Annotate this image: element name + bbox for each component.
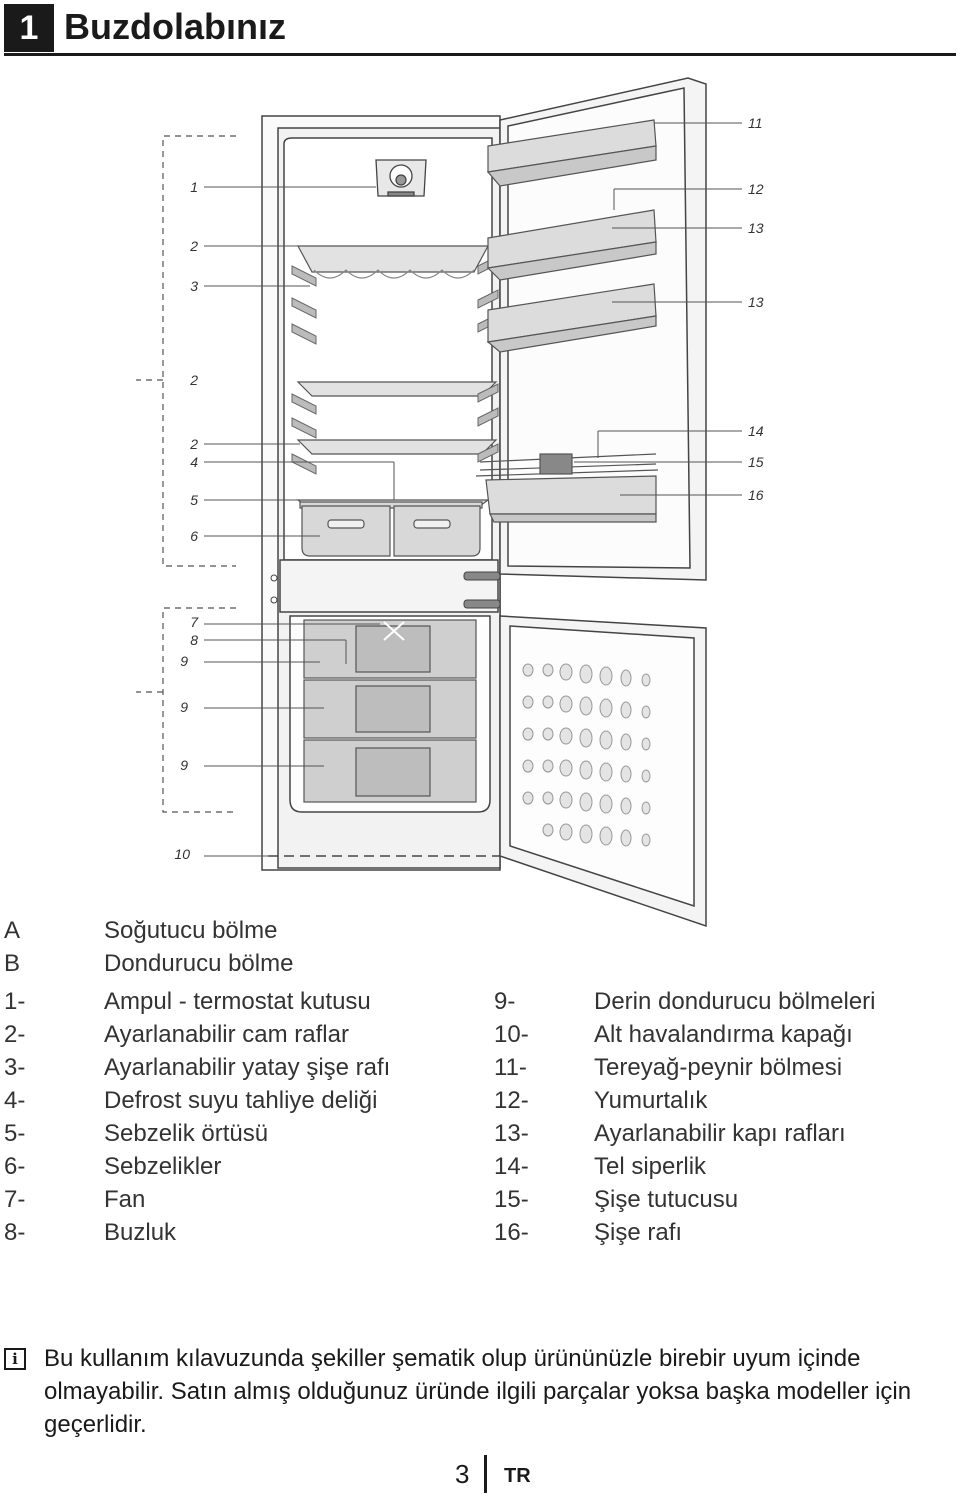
legend-key: 8- — [4, 1219, 26, 1246]
legend-key: 15- — [494, 1186, 529, 1213]
legend-label: Tel siperlik — [594, 1153, 707, 1180]
legend-key: 13- — [494, 1120, 529, 1147]
legend-key: 1- — [4, 988, 26, 1015]
callout-label: 14 — [748, 423, 764, 439]
legend-label: Şişe tutucusu — [594, 1186, 739, 1213]
legend-key: 4- — [4, 1087, 26, 1114]
callout-label: 2 — [189, 238, 198, 254]
legend-key: 12- — [494, 1087, 529, 1114]
callout-label: 1 — [190, 179, 198, 195]
callout-label: 8 — [190, 632, 198, 648]
callout-label: 11 — [748, 115, 763, 131]
legend-label: Fan — [104, 1186, 146, 1213]
header-rule — [4, 53, 956, 56]
refrigerator-illustration: 1 2 3 2 2 4 5 6 7 8 9 9 9 10 11 12 13 13… — [136, 77, 764, 928]
legend-key: 11- — [494, 1054, 527, 1081]
language-code: TR — [504, 1465, 531, 1487]
legend-key: 10- — [494, 1021, 529, 1048]
legend-label: Ayarlanabilir cam raflar — [104, 1021, 349, 1048]
page-number: 3 — [455, 1459, 470, 1489]
legend-label: Derin dondurucu bölmeleri — [594, 988, 876, 1015]
legend-key: B — [4, 950, 21, 977]
legend-key: 9- — [494, 988, 516, 1015]
refrigerator-diagram: 1 2 3 2 2 4 5 6 7 8 9 9 9 10 11 12 13 13… — [0, 60, 960, 930]
section-brackets — [136, 135, 236, 813]
callouts-right: 11 12 13 13 14 15 16 — [748, 115, 764, 503]
callout-label: 12 — [748, 181, 764, 197]
freezer-drawers — [303, 619, 477, 803]
legend-label: Dondurucu bölme — [104, 950, 294, 977]
legend-key: 3- — [4, 1054, 26, 1081]
legend-key: 14- — [494, 1153, 529, 1180]
callout-label: 9 — [180, 699, 188, 715]
leader-lines-left — [204, 186, 395, 857]
callout-label: 5 — [190, 492, 198, 508]
wire-guard — [475, 453, 659, 477]
footer-divider — [484, 1455, 487, 1493]
lamp-thermostat — [375, 159, 427, 197]
callout-label: 3 — [190, 278, 198, 294]
chapter-title: Buzdolabınız — [64, 6, 286, 47]
legend-key: 7- — [4, 1186, 26, 1213]
callout-label: 6 — [190, 528, 198, 544]
callout-label: 15 — [748, 454, 764, 470]
legend-label: Şişe rafı — [594, 1219, 683, 1246]
callout-label: 2 — [189, 436, 198, 452]
leader-lines-right — [574, 122, 742, 496]
note-text: Bu kullanım kılavuzunda şekiller şematik… — [44, 1345, 912, 1438]
callout-label: 4 — [190, 454, 198, 470]
callout-label: 13 — [748, 220, 764, 236]
legend-label: Sebzelik örtüsü — [104, 1120, 269, 1147]
legend-label: Soğutucu bölme — [104, 917, 278, 944]
legend-label: Ayarlanabilir kapı rafları — [594, 1120, 846, 1147]
door-shelves — [485, 119, 657, 523]
legend-key: 2- — [4, 1021, 26, 1048]
middle-hinges — [270, 571, 501, 609]
freezer-door-dimples — [522, 663, 651, 847]
callout-label: 2 — [189, 372, 198, 388]
page-footer: 3 TR — [0, 1455, 960, 1495]
legend-label: Defrost suyu tahliye deliği — [104, 1087, 378, 1114]
callouts-left: 1 2 3 2 2 4 5 6 7 8 9 9 9 10 — [174, 179, 199, 862]
legend-label: Yumurtalık — [594, 1087, 708, 1114]
legend-key: 5- — [4, 1120, 26, 1147]
info-icon: i — [4, 1348, 26, 1370]
page-header: 1 Buzdolabınız — [4, 4, 956, 56]
crisper-drawers — [299, 501, 483, 557]
callout-label: 10 — [174, 846, 190, 862]
callout-label: 13 — [748, 294, 764, 310]
legend-key: A — [4, 917, 21, 944]
legend-label: Tereyağ-peynir bölmesi — [594, 1054, 843, 1081]
callout-label: 9 — [180, 757, 188, 773]
shelf-supports — [291, 255, 499, 475]
legend-label: Ayarlanabilir yatay şişe rafı — [104, 1054, 391, 1081]
callout-label: 16 — [748, 487, 764, 503]
callout-label: 9 — [180, 653, 188, 669]
legend-label: Alt havalandırma kapağı — [594, 1021, 853, 1048]
legend-label: Sebzelikler — [104, 1153, 222, 1180]
legend-label: Ampul - termostat kutusu — [104, 988, 371, 1015]
callout-label: 7 — [190, 614, 199, 630]
legend-key: 16- — [494, 1219, 529, 1246]
legend-label: Buzluk — [104, 1219, 177, 1246]
legend-key: 6- — [4, 1153, 26, 1180]
chapter-number: 1 — [4, 4, 54, 52]
